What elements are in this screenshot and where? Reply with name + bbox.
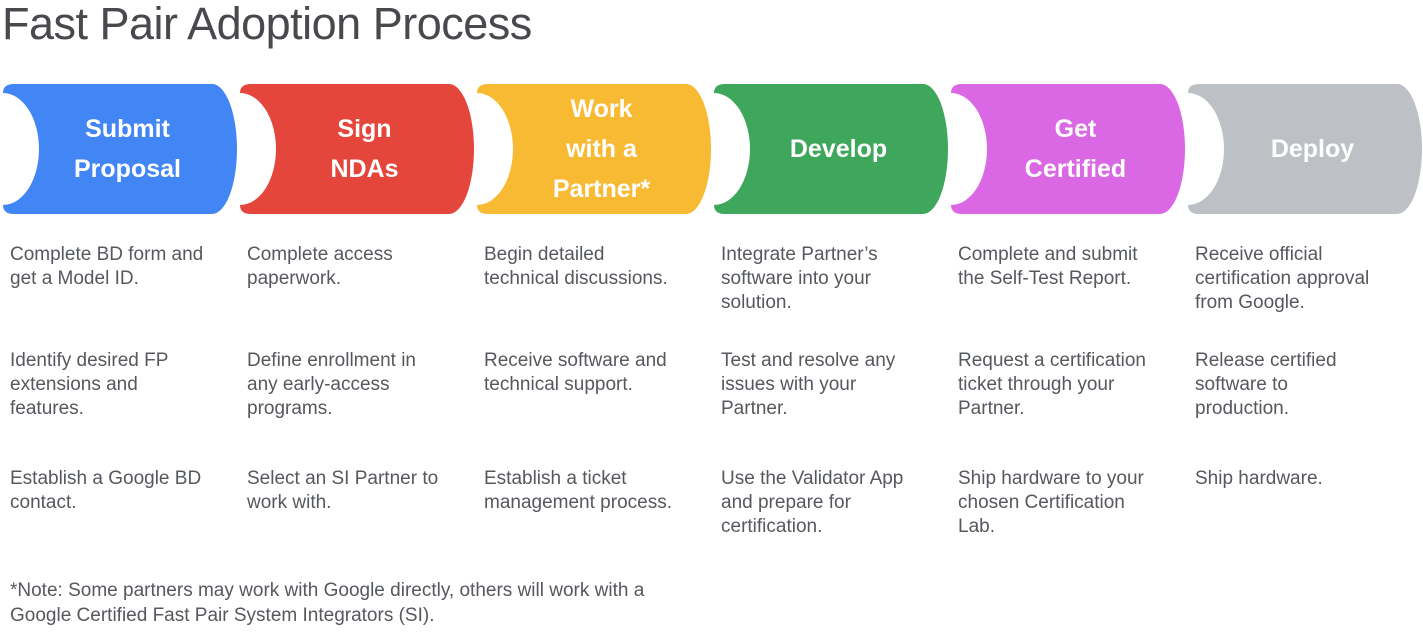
step-description: Release certified software to production… bbox=[1195, 350, 1337, 419]
step-description: Complete and submit the Self-Test Report… bbox=[958, 244, 1138, 289]
step-description: Establish a Google BD contact. bbox=[10, 468, 202, 513]
step-label-get-certified: Get Certified bbox=[1024, 115, 1127, 183]
desc-col-get-certified: Complete and submit the Self-Test Report… bbox=[958, 243, 1195, 539]
step-descriptions: Complete BD form and get a Model ID. Ide… bbox=[10, 243, 1423, 539]
step-label-develop: Develop bbox=[789, 135, 888, 163]
step-description: Receive software and technical support. bbox=[484, 350, 667, 395]
step-get-certified: Get Certified bbox=[948, 84, 1185, 214]
step-deploy: Deploy bbox=[1185, 84, 1422, 214]
footnote: *Note: Some partners may work with Googl… bbox=[10, 580, 645, 626]
step-description: Define enrollment in any early-access pr… bbox=[247, 350, 416, 419]
step-description: Test and resolve any issues with your Pa… bbox=[721, 350, 896, 419]
step-description: Ship hardware to your chosen Certificati… bbox=[958, 468, 1144, 537]
step-description: Establish a ticket management process. bbox=[484, 468, 672, 513]
desc-col-sign-ndas: Complete access paperwork. Define enroll… bbox=[247, 243, 484, 539]
desc-col-submit-proposal: Complete BD form and get a Model ID. Ide… bbox=[10, 243, 247, 539]
step-description: Request a certification ticket through y… bbox=[958, 350, 1146, 419]
step-label-sign-ndas: Sign NDAs bbox=[330, 115, 399, 183]
step-description: Ship hardware. bbox=[1195, 468, 1323, 489]
step-description: Complete BD form and get a Model ID. bbox=[10, 244, 204, 289]
step-develop: Develop bbox=[711, 84, 948, 214]
step-description: Integrate Partner’s software into your s… bbox=[721, 244, 878, 313]
step-description: Select an SI Partner to work with. bbox=[247, 468, 439, 513]
desc-col-develop: Integrate Partner’s software into your s… bbox=[721, 243, 958, 539]
step-label-deploy: Deploy bbox=[1270, 135, 1355, 163]
step-submit-proposal: Submit Proposal bbox=[0, 84, 237, 214]
desc-col-work-with-partner: Begin detailed technical discussions. Re… bbox=[484, 243, 721, 539]
step-shape-gray bbox=[1188, 84, 1422, 214]
step-description: Use the Validator App and prepare for ce… bbox=[721, 468, 904, 537]
step-shape-red bbox=[240, 84, 474, 214]
step-description: Complete access paperwork. bbox=[247, 244, 393, 289]
step-description: Begin detailed technical discussions. bbox=[484, 244, 668, 289]
step-label-work-with-partner: Work with a Partner* bbox=[552, 95, 651, 203]
step-work-with-partner: Work with a Partner* bbox=[474, 84, 711, 214]
step-shape-green bbox=[714, 84, 948, 214]
step-shape-yellow bbox=[477, 84, 711, 214]
step-shape-blue bbox=[3, 84, 237, 214]
step-label-submit-proposal: Submit Proposal bbox=[74, 115, 181, 183]
step-description: Receive official certification approval … bbox=[1195, 244, 1370, 313]
desc-col-deploy: Receive official certification approval … bbox=[1195, 243, 1423, 539]
step-description: Identify desired FP extensions and featu… bbox=[10, 350, 169, 419]
step-sign-ndas: Sign NDAs bbox=[237, 84, 474, 214]
page-title: Fast Pair Adoption Process bbox=[2, 0, 532, 49]
process-steps-row: Submit Proposal Sign NDAs Work with a Pa… bbox=[0, 84, 1422, 214]
step-shape-magenta bbox=[951, 84, 1185, 214]
